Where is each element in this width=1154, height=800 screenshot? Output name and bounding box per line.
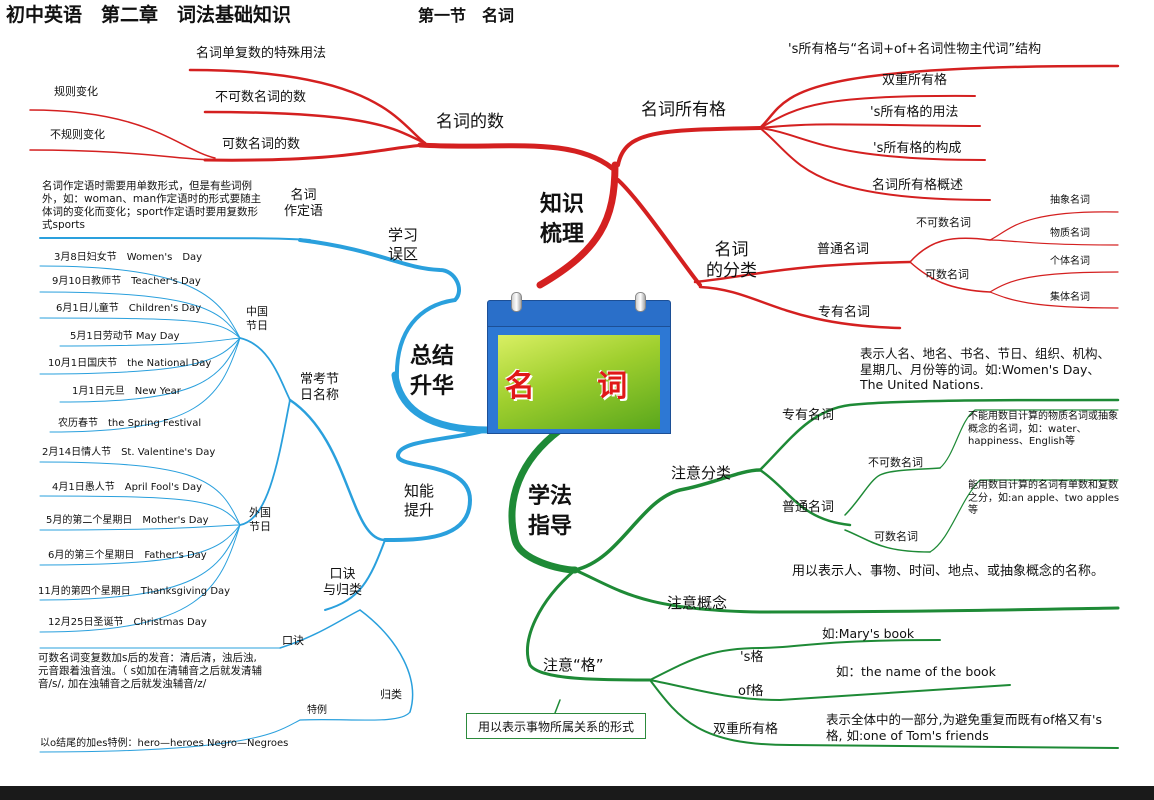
red-branch-number [417, 142, 615, 171]
guide-classify-label: 注意分类 [671, 464, 732, 482]
guide-countable: 可数名词 [874, 530, 918, 543]
mistakes-attr-label: 名词 作定语 [284, 188, 324, 220]
case-note-box: 用以表示事物所属关系的形式 [466, 713, 646, 739]
number-uncountable: 不可数名词的数 [215, 90, 307, 105]
number-regular: 规则变化 [54, 85, 98, 98]
classify-label: 名词 的分类 [706, 240, 757, 282]
classify-abstract: 抽象名词 [1050, 195, 1090, 206]
red-branch-possessive [616, 126, 762, 167]
china-festivals-label: 中国 节日 [246, 305, 268, 332]
red-branch-classify [616, 178, 702, 287]
classify-uncountable: 不可数名词 [916, 216, 971, 229]
guide-countable-text: 能用数目计算的名词有单数和复数之分，如:an apple、two apples … [968, 480, 1120, 516]
possessive-item-0: 's所有格与“名词+of+名词性物主代词”结构 [788, 42, 1042, 57]
special-label: 特例 [307, 705, 327, 716]
china-festival-2: 6月1日儿童节 Children's Day [56, 303, 202, 314]
possessive-label: 名词所有格 [641, 100, 726, 120]
guide-uncountable-text: 不能用数目计算的物质名词或抽象概念的名词，如：water、happiness、E… [968, 411, 1118, 447]
guide-proper-text: 表示人名、地名、书名、节日、组织、机构、星期几、月份等的词。如:Women's … [860, 346, 1111, 393]
classify-material: 物质名词 [1050, 228, 1090, 239]
hub-summary: 总结 升华 [410, 344, 455, 399]
guide-of-case-text: 如：the name of the book [836, 664, 996, 679]
calendar-body: 名 词 [487, 326, 671, 434]
group-label: 归类 [380, 688, 402, 701]
possessive-item-2: 's所有格的用法 [870, 105, 959, 120]
guide-uncountable: 不可数名词 [868, 456, 923, 469]
classify-proper: 专有名词 [818, 305, 871, 320]
blue-trunk [391, 371, 492, 434]
red-trunk [536, 161, 619, 289]
foreign-festival-2: 5月的第二个星期日 Mother's Day [46, 515, 209, 526]
china-festival-3: 5月1日劳动节 May Day [70, 331, 180, 342]
calendar-center: 名 词 [487, 292, 671, 434]
rhyme-text: 可数名词变复数加s后的发音：清后清，浊后浊, 元音跟着浊音浊。（ s如加在清辅音… [38, 652, 263, 691]
calendar-ring-left [511, 292, 522, 312]
mistakes-label: 学习 误区 [388, 226, 419, 263]
rhyme-sub: 口诀 [282, 634, 304, 647]
number-countable: 可数名词的数 [222, 137, 301, 152]
guide-proper: 专有名词 [782, 408, 835, 423]
possessive-item-3: 's所有格的构成 [873, 141, 962, 156]
classify-collective: 集体名词 [1050, 292, 1090, 303]
number-label: 名词的数 [436, 112, 504, 132]
china-festival-5: 1月1日元旦 New Year [72, 386, 181, 397]
foreign-festivals-label: 外国 节日 [249, 506, 271, 533]
foreign-festival-0: 2月14日情人节 St. Valentine's Day [42, 447, 216, 458]
foreign-festival-1: 4月1日愚人节 April Fool's Day [52, 482, 203, 493]
number-irregular: 不规则变化 [50, 128, 105, 141]
classify-common: 普通名词 [817, 242, 870, 257]
china-festival-0: 3月8日妇女节 Women's Day [54, 252, 203, 263]
center-label: 名 词 [504, 369, 654, 404]
foreign-festival-4: 11月的第四个星期日 Thanksgiving Day [38, 586, 231, 597]
rhyme-label: 口诀 与归类 [323, 567, 363, 599]
guide-case-label: 注意“格” [543, 656, 604, 674]
special-text: 以o结尾的加es特例：hero—heroes Negro—Negroes [40, 738, 289, 749]
china-festival-4: 10月1日国庆节 the National Day [48, 358, 212, 369]
guide-common: 普通名词 [782, 500, 835, 515]
calendar-panel: 名 词 [498, 335, 660, 429]
festivals-label: 常考节 日名称 [300, 372, 340, 404]
guide-concept-text: 用以表示人、事物、时间、地点、或抽象概念的名称。 [792, 564, 1105, 579]
header-title: 初中英语 第二章 词法基础知识 [6, 4, 292, 26]
ability-label: 知能 提升 [404, 482, 435, 519]
number-special: 名词单复数的特殊用法 [196, 46, 327, 61]
china-festival-1: 9月10日教师节 Teacher's Day [52, 276, 201, 287]
green-trunk [508, 426, 579, 574]
guide-s-case-text: 如:Mary's book [822, 626, 915, 641]
possessive-item-1: 双重所有格 [882, 73, 948, 88]
mistakes-attr-text: 名词作定语时需要用单数形式，但是有些词例外，如：woman、man作定语时的形式… [42, 180, 262, 232]
header-section: 第一节 名词 [418, 6, 515, 25]
guide-s-case: 's格 [740, 650, 764, 665]
foreign-festival-3: 6月的第三个星期日 Father's Day [48, 550, 207, 561]
china-festival-6: 农历春节 the Spring Festival [58, 418, 202, 429]
classify-individual: 个体名词 [1050, 256, 1090, 267]
bottom-bar [0, 786, 1154, 800]
guide-double-text: 表示全体中的一部分,为避免重复而既有of格又有's格, 如:one of Tom… [826, 712, 1102, 743]
classify-countable: 可数名词 [925, 268, 969, 281]
calendar-ring-right [635, 292, 646, 312]
hub-knowledge: 知识 梳理 [540, 192, 585, 247]
foreign-festival-5: 12月25日圣诞节 Christmas Day [48, 617, 207, 628]
guide-concept-label: 注意概念 [667, 594, 728, 612]
possessive-item-4: 名词所有格概述 [872, 178, 964, 193]
guide-of-case: of格 [738, 684, 764, 699]
guide-double: 双重所有格 [713, 722, 779, 737]
hub-method: 学法 指导 [528, 484, 573, 539]
